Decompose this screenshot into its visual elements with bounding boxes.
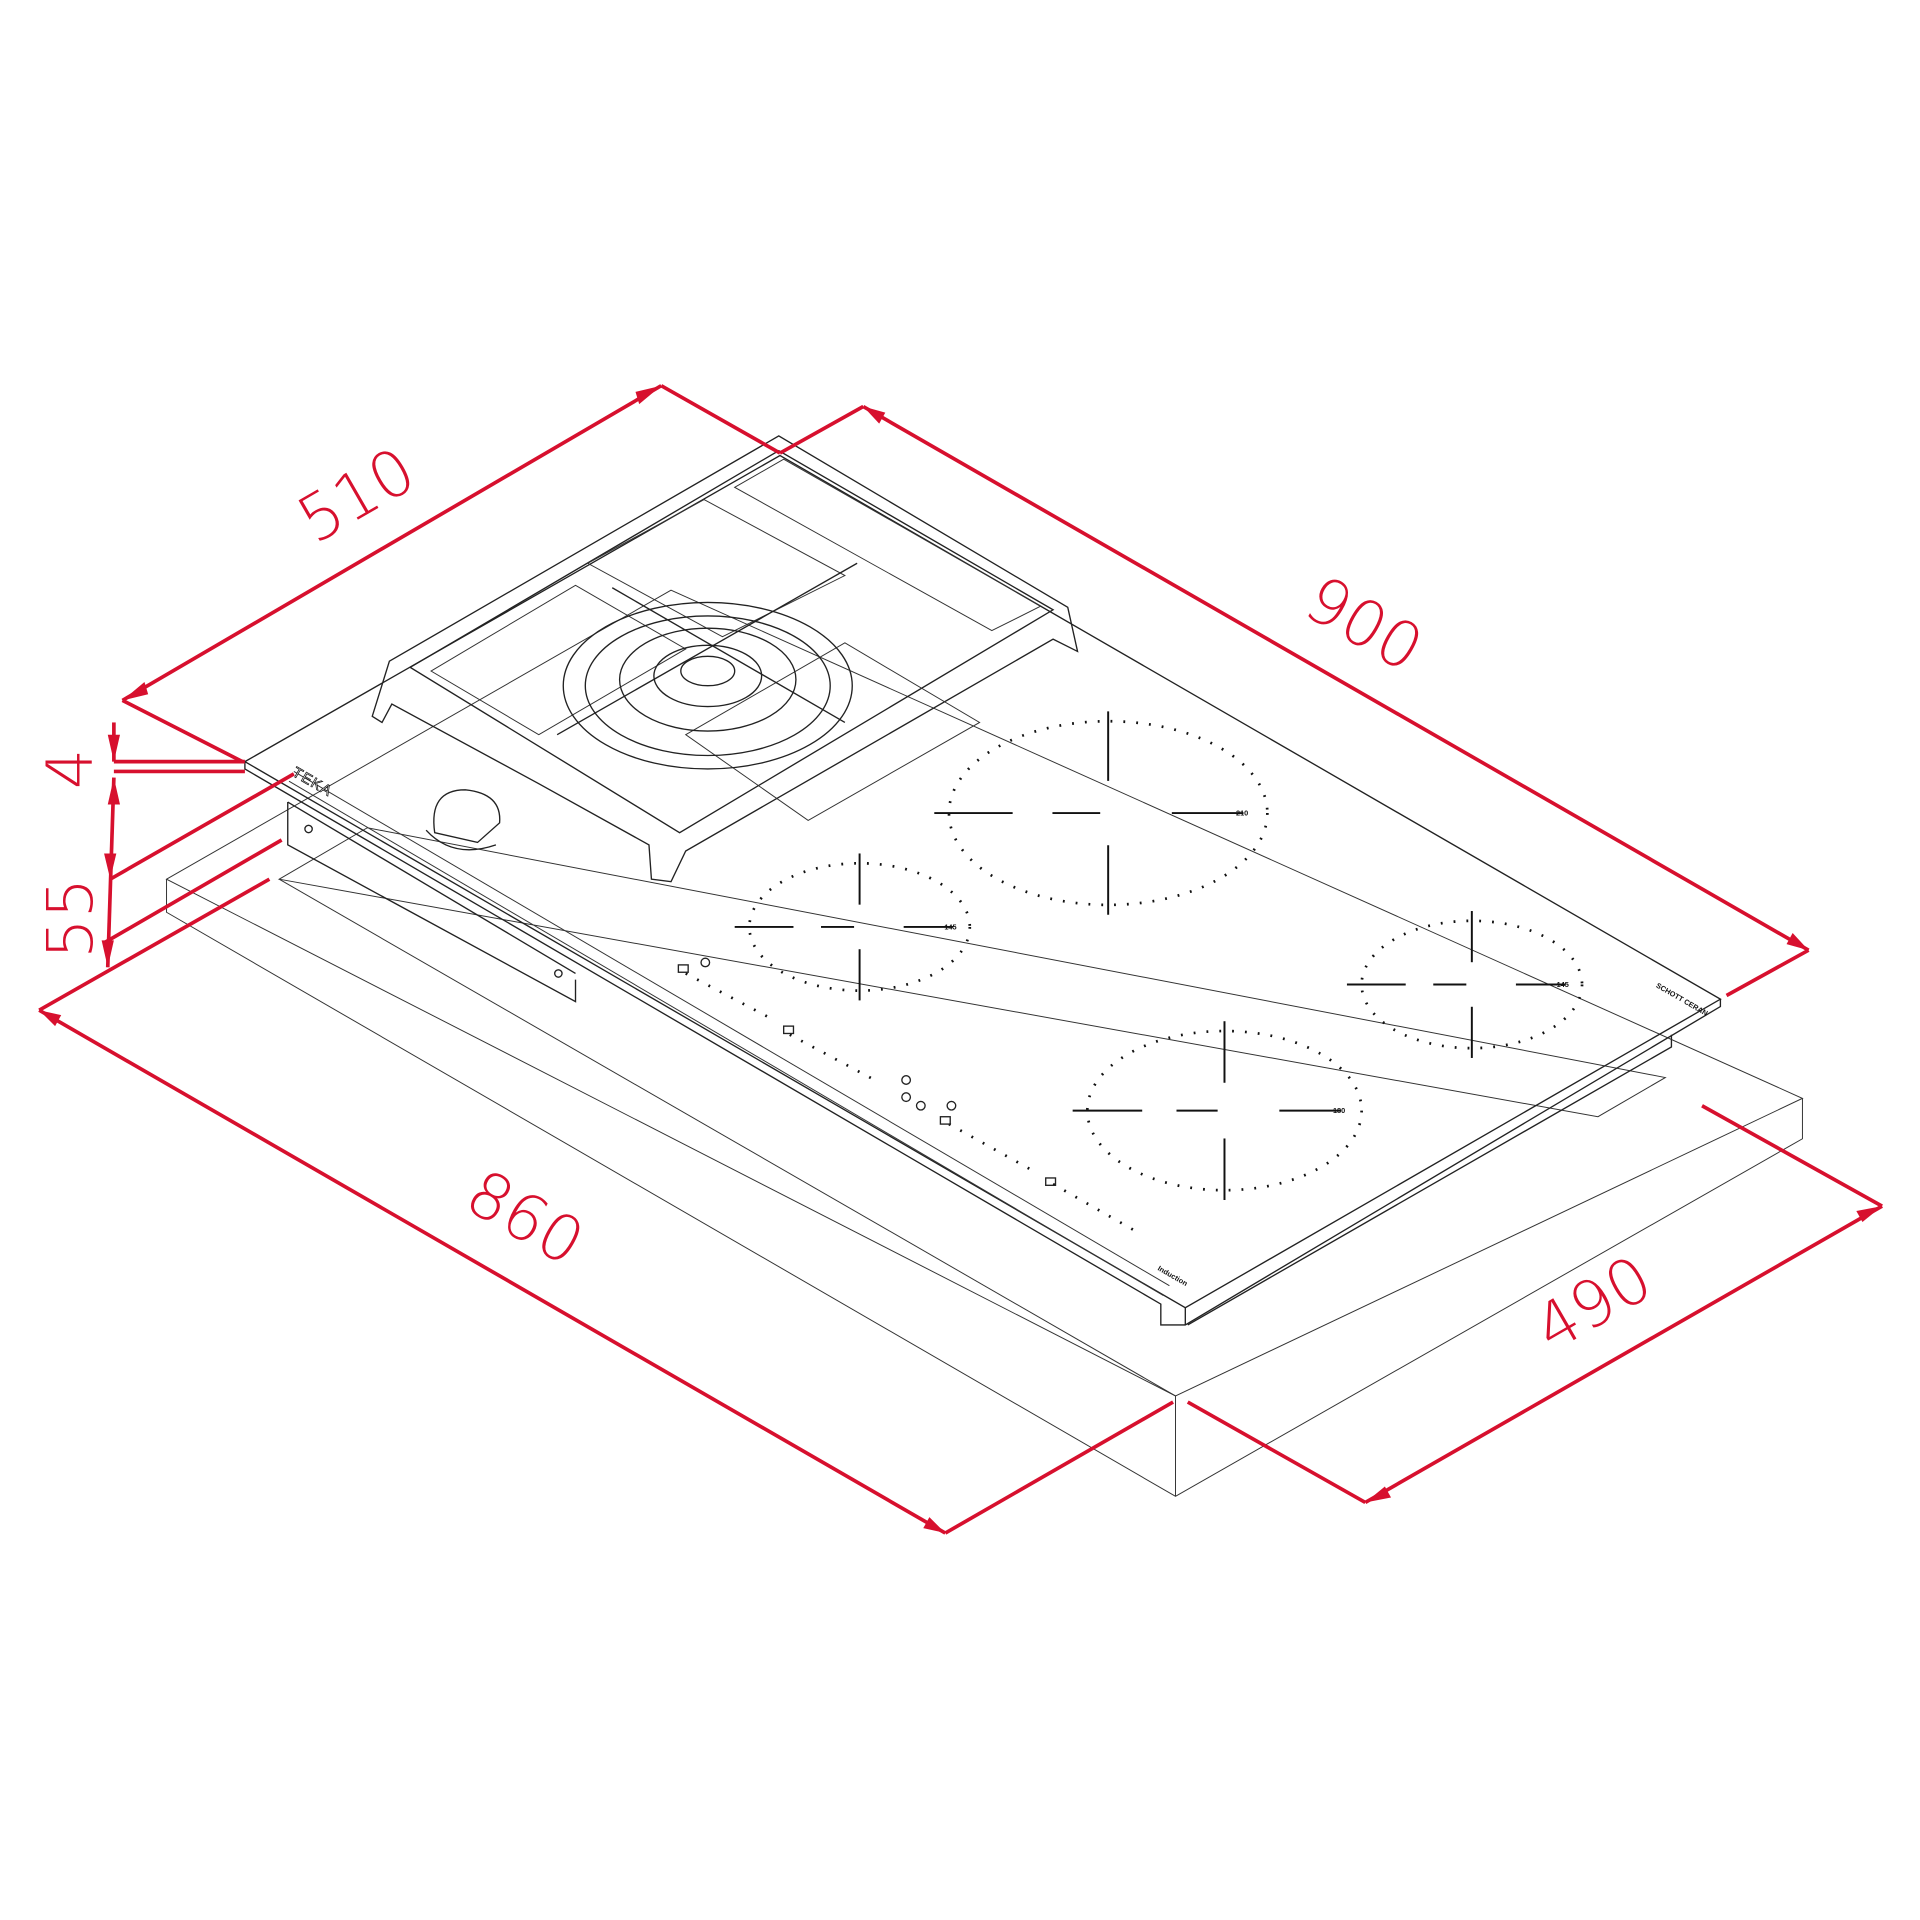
- dim-label-55: 55: [34, 878, 108, 959]
- dim-line-860: [38, 1008, 947, 1535]
- induction-zone: 145: [1346, 911, 1584, 1058]
- worktop: [165, 589, 1804, 1497]
- induction-zone: 210: [934, 711, 1269, 915]
- induction-zone: 145: [734, 853, 972, 1001]
- timer-icon[interactable]: [946, 1100, 957, 1111]
- dimension-labels: 510 900 860 490 4 55: [34, 434, 1665, 1367]
- gas-burner-grate: [371, 435, 1079, 883]
- zone-diameter-label: 145: [944, 922, 956, 931]
- dim-label-4: 4: [34, 749, 108, 790]
- induction-zone: 180: [1072, 1021, 1363, 1200]
- lock-icon[interactable]: [901, 1075, 912, 1085]
- zone-diameter-label: 145: [1557, 980, 1569, 989]
- zone-diameter-label: 210: [1236, 809, 1248, 818]
- screw-icon: [304, 824, 313, 834]
- slider-button[interactable]: [939, 1116, 951, 1125]
- power-icon[interactable]: [700, 957, 711, 968]
- zone-outline: [1086, 1029, 1363, 1192]
- zone-diameter-label: 180: [1333, 1106, 1345, 1115]
- dim-line-900: [862, 404, 1810, 952]
- dimension-lines: [38, 384, 1883, 1535]
- dim-label-490: 490: [1522, 1242, 1664, 1367]
- dim-line-510: [121, 384, 663, 702]
- minus-icon[interactable]: [901, 1092, 912, 1103]
- slider-button[interactable]: [783, 1025, 795, 1035]
- slider-button[interactable]: [677, 964, 689, 973]
- gas-knob[interactable]: [425, 789, 501, 851]
- induction-label: Induction: [1156, 1264, 1190, 1289]
- plus-icon[interactable]: [915, 1100, 926, 1111]
- zone-outline: [1360, 919, 1584, 1050]
- slider-button[interactable]: [1045, 1177, 1057, 1186]
- zone-outline: [947, 719, 1269, 907]
- dim-label-510: 510: [286, 434, 428, 559]
- touch-controls: [677, 957, 1142, 1236]
- dim-line-490: [1364, 1204, 1883, 1505]
- zone-outline: [748, 861, 972, 992]
- hob-body: [243, 454, 1722, 1326]
- dim-label-900: 900: [1292, 562, 1434, 687]
- glass-label: SCHOTT CERAN: [1655, 981, 1710, 1018]
- screw-icon: [554, 969, 563, 978]
